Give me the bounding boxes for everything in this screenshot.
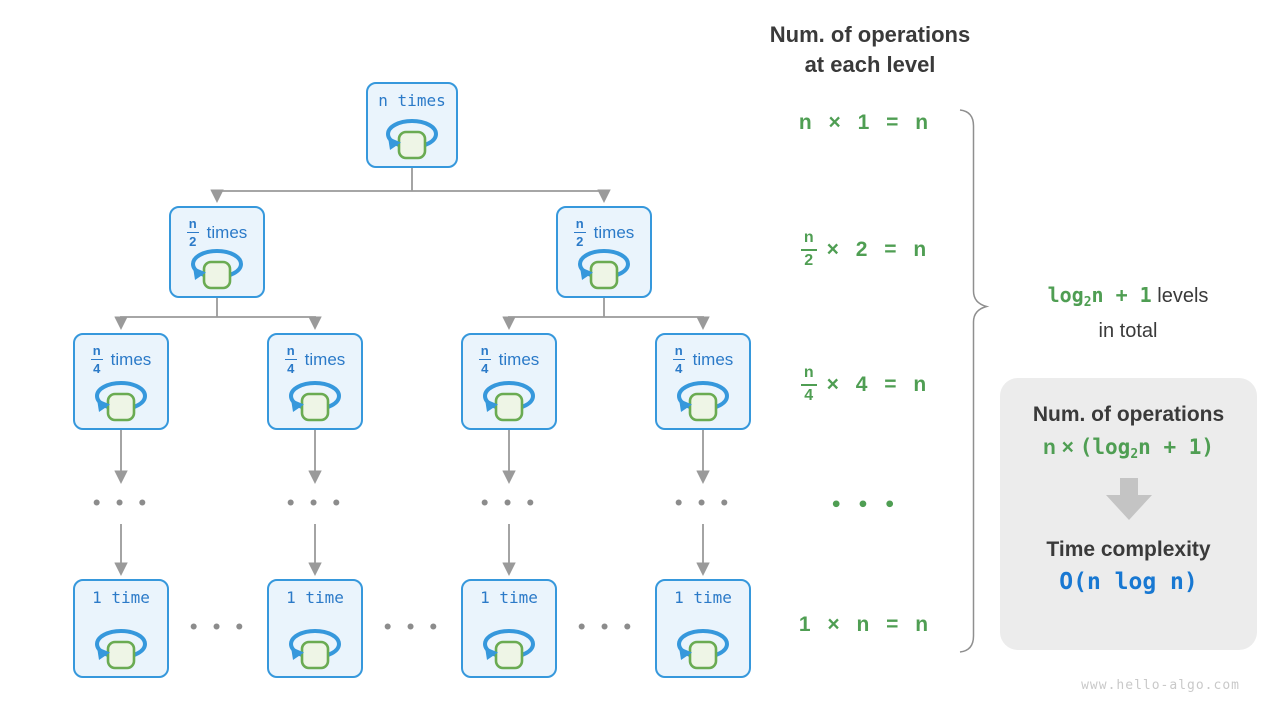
node-label: n 2 times [573, 216, 635, 249]
loop-icon [674, 378, 732, 424]
fraction: n 2 [186, 216, 199, 249]
loop-icon [286, 626, 344, 672]
fraction-denominator: 2 [804, 252, 814, 269]
node-label: 1 time [674, 588, 732, 607]
fraction-denominator: 2 [189, 234, 197, 249]
column-header-line2: at each level [804, 52, 936, 77]
node-label: n 4 times [90, 343, 152, 376]
node-label: n 4 times [284, 343, 346, 376]
ellipsis-column-1: • • • [91, 494, 151, 514]
loop-icon [575, 246, 633, 292]
tree-node-root: n times [366, 82, 458, 168]
node-label-suffix: times [304, 350, 346, 369]
node-label-suffix: times [498, 350, 540, 369]
node-label: n 2 times [186, 216, 248, 249]
fraction-denominator: 4 [287, 361, 295, 376]
column-header-line1: Num. of operations [769, 22, 971, 47]
fraction-numerator: n [90, 343, 103, 360]
brace [959, 109, 990, 653]
fraction: n 2 [800, 229, 817, 270]
tree-node-bottom-2: 1 time [267, 579, 363, 678]
fraction: n 4 [672, 343, 685, 376]
fraction: n 4 [478, 343, 491, 376]
loop-icon [92, 626, 150, 672]
complexity-value: O(n log n) [1059, 569, 1198, 595]
node-label: 1 time [286, 588, 344, 607]
tree-node-l2-left: n 2 times [169, 206, 265, 298]
node-label: 1 time [92, 588, 150, 607]
equation-rest: × 4 = n [826, 373, 930, 396]
equation-bottom: 1 × n = n [798, 613, 932, 636]
formula-lead: n × [1042, 436, 1080, 459]
node-label-suffix: times [206, 223, 248, 242]
equation-rest: × 2 = n [826, 238, 930, 261]
summary-panel: Num. of operations n × (log2n + 1) Time … [1000, 378, 1257, 650]
fraction-numerator: n [573, 216, 586, 233]
summary-title-complexity: Time complexity [1046, 538, 1211, 561]
node-label: n 4 times [478, 343, 540, 376]
levels-note-line2: in total [1098, 320, 1158, 342]
tree-node-l2-right: n 2 times [556, 206, 652, 298]
formula-mono: (log2n + 1) [1079, 435, 1215, 462]
tree-node-l3-1: n 4 times [73, 333, 169, 430]
tree-node-l3-3: n 4 times [461, 333, 557, 430]
fraction-denominator: 4 [481, 361, 489, 376]
ellipsis-row-3: • • • [576, 618, 636, 638]
loop-icon [383, 116, 441, 162]
ellipsis-column-2: • • • [285, 494, 345, 514]
fraction-numerator: n [478, 343, 491, 360]
loop-icon [286, 378, 344, 424]
equation-ellipsis: • • • [830, 494, 900, 516]
fraction: n 4 [284, 343, 297, 376]
node-label-suffix: times [692, 350, 734, 369]
log-base: 2 [1083, 295, 1092, 310]
fraction: n 4 [90, 343, 103, 376]
ellipsis-row-2: • • • [382, 618, 442, 638]
fraction-denominator: 2 [576, 234, 584, 249]
fraction-denominator: 4 [675, 361, 683, 376]
column-header: Num. of operations at each level [744, 20, 996, 80]
tree-node-bottom-4: 1 time [655, 579, 751, 678]
fraction-numerator: n [800, 364, 817, 386]
fraction: n 4 [800, 364, 817, 405]
levels-note: log2n + 1 levels in total [998, 281, 1258, 346]
node-label-suffix: times [593, 223, 635, 242]
node-label-suffix: times [110, 350, 152, 369]
loop-icon [480, 626, 538, 672]
tree-node-bottom-1: 1 time [73, 579, 169, 678]
levels-formula: log2n + 1 [1047, 283, 1152, 310]
loop-icon [188, 246, 246, 292]
loop-icon [480, 378, 538, 424]
summary-formula: n × (log2n + 1) [1042, 435, 1215, 462]
watermark: www.hello-algo.com [1081, 678, 1240, 693]
log-base: 2 [1130, 447, 1139, 462]
levels-note-line1: log2n + 1 levels [998, 281, 1258, 317]
ellipsis-column-4: • • • [673, 494, 733, 514]
down-arrow-icon [1105, 478, 1152, 520]
loop-icon [674, 626, 732, 672]
fraction-numerator: n [186, 216, 199, 233]
equation-level-3: n 4 × 4 = n [770, 359, 960, 411]
equation-level-2: n 2 × 2 = n [770, 224, 960, 276]
ellipsis-row-1: • • • [188, 618, 248, 638]
tree-node-bottom-3: 1 time [461, 579, 557, 678]
tree-node-l3-4: n 4 times [655, 333, 751, 430]
equation-level-1: n × 1 = n [798, 111, 932, 134]
loop-icon [92, 378, 150, 424]
fraction-denominator: 4 [804, 387, 814, 404]
fraction-denominator: 4 [93, 361, 101, 376]
fraction-numerator: n [672, 343, 685, 360]
fraction: n 2 [573, 216, 586, 249]
ellipsis-column-3: • • • [479, 494, 539, 514]
fraction-numerator: n [800, 229, 817, 251]
tree-node-l3-2: n 4 times [267, 333, 363, 430]
summary-title-operations: Num. of operations [1032, 403, 1225, 426]
node-label: 1 time [480, 588, 538, 607]
node-label: n 4 times [672, 343, 734, 376]
fraction-numerator: n [284, 343, 297, 360]
node-label: n times [378, 91, 446, 110]
levels-note-rest: levels [1151, 285, 1209, 307]
